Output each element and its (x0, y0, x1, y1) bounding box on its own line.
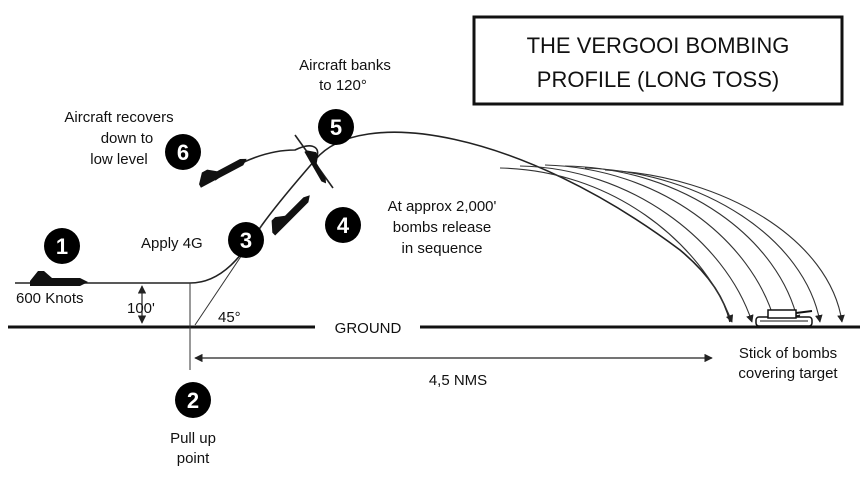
step-1-badge (44, 228, 80, 264)
step-2-label-line-1: Pull up (170, 430, 216, 447)
target-label-line-2: covering target (738, 365, 838, 382)
bomb-trajectory (519, 165, 754, 323)
target-label-line-1: Stick of bombs (739, 345, 837, 362)
aircraft-silhouette-icon (271, 195, 310, 236)
step-5-label-line-2: to 120° (319, 77, 367, 94)
step-3: Apply 4G 3 (141, 222, 264, 258)
aircraft-silhouette-icon (199, 158, 247, 188)
bomb-trajectory (584, 167, 823, 323)
ground-label: GROUND (335, 320, 402, 337)
step-6-label-line-3: low level (90, 151, 148, 168)
title-line-2: PROFILE (LONG TOSS) (537, 67, 779, 92)
step-5-number: 5 (330, 115, 342, 140)
step-4-label-line-1: At approx 2,000' (388, 198, 497, 215)
altitude-label: 100' (127, 300, 155, 317)
title-box: THE VERGOOI BOMBING PROFILE (LONG TOSS) (472, 15, 844, 106)
angle-label: 45° (218, 309, 241, 326)
step-6-number: 6 (177, 140, 189, 165)
step-4-label-line-3: in sequence (402, 240, 483, 257)
bomb-trajectories (499, 164, 845, 323)
step-2-label-line-2: point (177, 450, 210, 467)
step-6-label-line-1: Aircraft recovers (64, 109, 173, 126)
step-2: 2 Pull up point (170, 382, 216, 467)
approach-path (15, 159, 316, 284)
step-6: Aircraft recovers down to low level 6 (64, 109, 201, 170)
step-2-number: 2 (187, 388, 199, 413)
tank-target-icon (755, 309, 813, 327)
step-6-label-line-2: down to (101, 130, 154, 147)
altitude-marker: 100' (127, 285, 155, 324)
ground-line: GROUND (8, 320, 860, 337)
step-2-badge (175, 382, 211, 418)
step-4-badge (325, 207, 361, 243)
step-4-label-line-2: bombs release (393, 219, 491, 236)
step-4-number: 4 (337, 213, 350, 238)
title-line-1: THE VERGOOI BOMBING (527, 33, 790, 58)
bomb-trajectory (499, 167, 734, 323)
bomb-trajectory (604, 169, 845, 323)
step-3-badge (228, 222, 264, 258)
bomb-trajectory (544, 164, 777, 323)
step-4: 4 At approx 2,000' bombs release in sequ… (325, 198, 497, 257)
step-5-label-line-1: Aircraft banks (299, 57, 391, 74)
step-3-label: Apply 4G (141, 235, 203, 252)
step-6-badge (165, 134, 201, 170)
aircraft-silhouette-icon (30, 271, 88, 286)
step-1-label: 600 Knots (16, 290, 84, 307)
step-3-number: 3 (240, 228, 252, 253)
aircraft-silhouette-icon (304, 150, 326, 184)
step-5: Aircraft banks to 120° 5 (299, 57, 391, 145)
distance-marker: 4,5 NMS (194, 353, 713, 389)
step-5-badge (318, 109, 354, 145)
distance-label: 4,5 NMS (429, 372, 487, 389)
step-1: 1 600 Knots (16, 228, 84, 307)
release-arc (314, 131, 731, 323)
step-1-number: 1 (56, 234, 68, 259)
